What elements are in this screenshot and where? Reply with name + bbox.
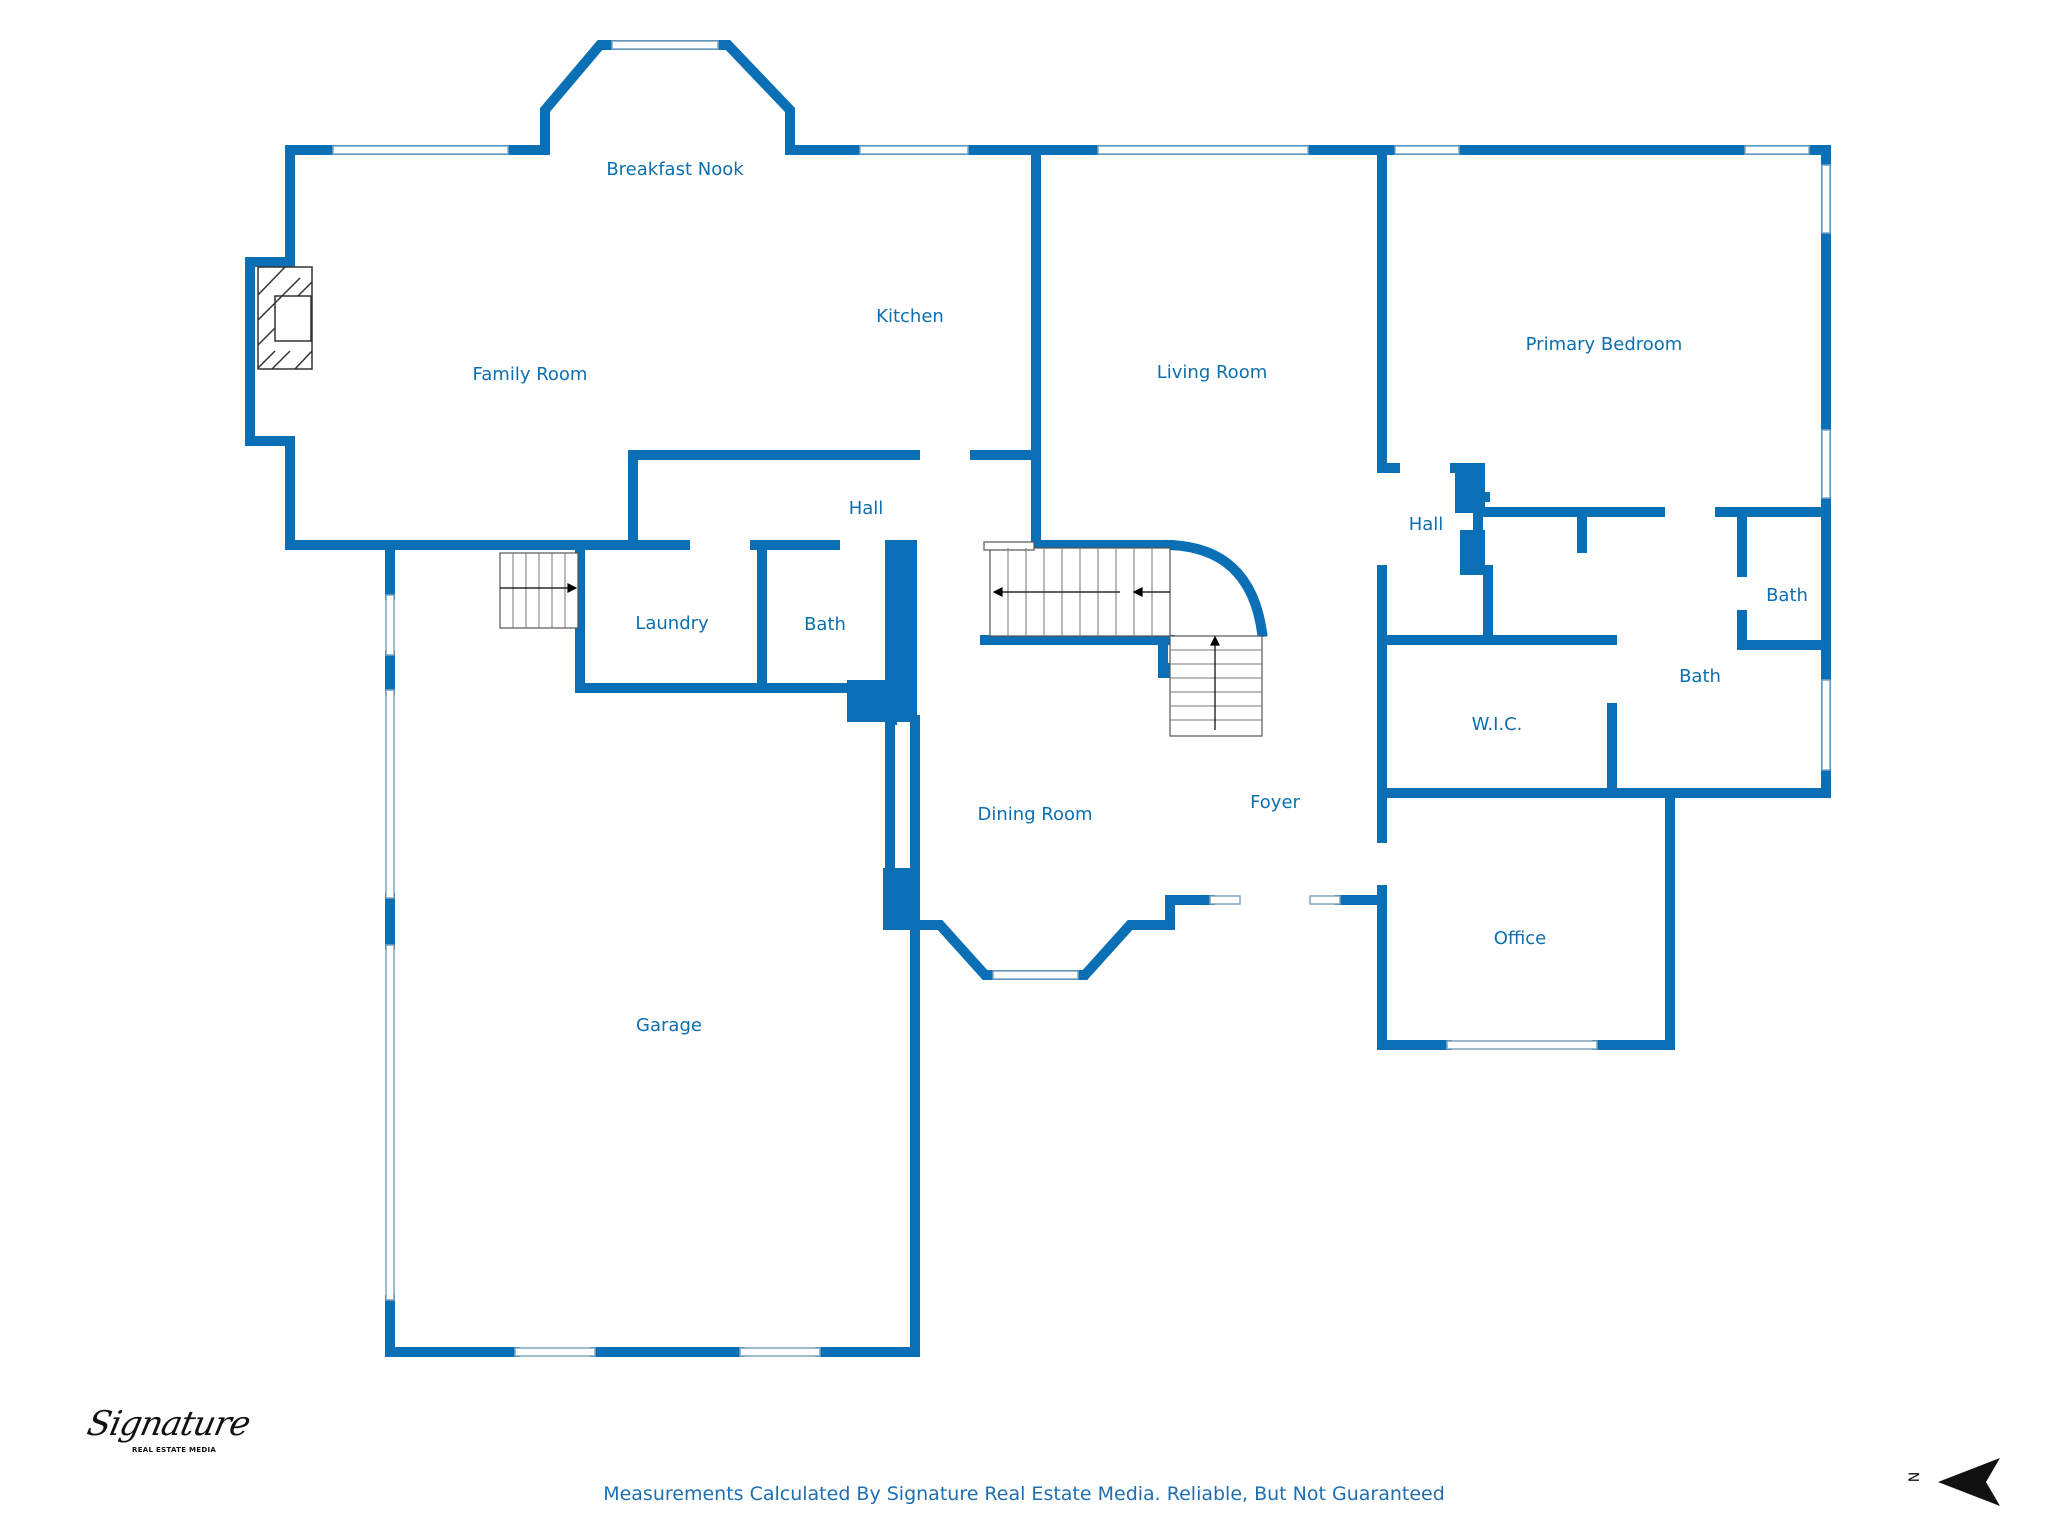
north-arrow-icon <box>1938 1458 2000 1506</box>
window <box>1821 164 1831 234</box>
wall-wic-west <box>1377 635 1675 798</box>
window <box>1821 429 1831 499</box>
logo-script: Signature <box>83 1404 254 1444</box>
room-label-garage: Garage <box>636 1015 702 1036</box>
wall-hall-right-lower <box>1377 565 1493 645</box>
wall-stair-curve <box>1164 539 1268 638</box>
wall-blocks <box>847 463 1485 930</box>
room-label-office: Office <box>1494 928 1547 949</box>
disclaimer-text: Measurements Calculated By Signature Rea… <box>603 1483 1445 1505</box>
window <box>385 689 395 899</box>
window <box>332 145 509 155</box>
window <box>385 594 395 656</box>
windows <box>332 40 1831 1357</box>
walls <box>245 40 1831 1357</box>
window <box>1446 1040 1598 1050</box>
wall-block-dining-corner <box>847 680 917 722</box>
window <box>992 970 1079 980</box>
room-label-wic: W.I.C. <box>1472 714 1523 735</box>
window <box>1097 145 1309 155</box>
wall-block-dining-west <box>883 868 915 930</box>
room-label-foyer: Foyer <box>1250 792 1300 813</box>
window <box>385 944 395 1301</box>
wall-garage-4 <box>385 1295 520 1357</box>
wall-block-hall-right-2 <box>1460 530 1485 575</box>
window <box>739 1347 821 1357</box>
fireplace-icon <box>257 266 313 370</box>
stair-landing <box>983 541 1035 551</box>
room-label-family-room: Family Room <box>473 364 588 385</box>
window <box>611 40 719 50</box>
stairs-foyer <box>1169 635 1263 737</box>
wall-block-hall-right <box>1455 463 1485 513</box>
room-label-bath-right-small: Bath <box>1766 585 1808 606</box>
logo-tagline: REAL ESTATE MEDIA <box>132 1446 217 1454</box>
window <box>514 1347 596 1357</box>
wall-block-foyer <box>1158 663 1170 678</box>
wall-office <box>1377 885 1452 1050</box>
window <box>1394 145 1460 155</box>
room-label-hall-right: Hall <box>1409 514 1444 535</box>
wall-dining-bay <box>910 895 1175 980</box>
wall-garage-south-2 <box>815 715 920 1357</box>
wall-bath-small-2 <box>1737 610 1831 650</box>
room-label-laundry: Laundry <box>635 613 709 634</box>
wall-laundry <box>575 550 895 693</box>
wall-living-bedroom <box>1377 145 1400 473</box>
room-label-kitchen: Kitchen <box>876 306 944 327</box>
window <box>859 145 969 155</box>
window <box>1309 895 1341 905</box>
wall-hall-upper <box>628 450 920 550</box>
room-labels: Breakfast Nook Kitchen Family Room Livin… <box>473 159 1808 1036</box>
room-label-breakfast-nook: Breakfast Nook <box>606 159 744 180</box>
room-label-living-room: Living Room <box>1157 362 1268 383</box>
room-label-dining-room: Dining Room <box>977 804 1092 825</box>
room-label-bath-center: Bath <box>804 614 846 635</box>
brand-logo: Signature REAL ESTATE MEDIA <box>74 1396 254 1476</box>
wall-north-main <box>1035 145 1831 798</box>
room-label-bath-right: Bath <box>1679 666 1721 687</box>
window <box>1821 679 1831 771</box>
wall-north-left <box>285 40 1045 155</box>
window <box>1744 145 1810 155</box>
room-label-hall-upper: Hall <box>849 498 884 519</box>
room-label-primary-bedroom: Primary Bedroom <box>1526 334 1683 355</box>
wall-northwest <box>245 145 400 550</box>
window <box>1209 895 1241 905</box>
compass: N <box>1907 1452 2020 1512</box>
stair-arrows <box>500 583 1220 730</box>
